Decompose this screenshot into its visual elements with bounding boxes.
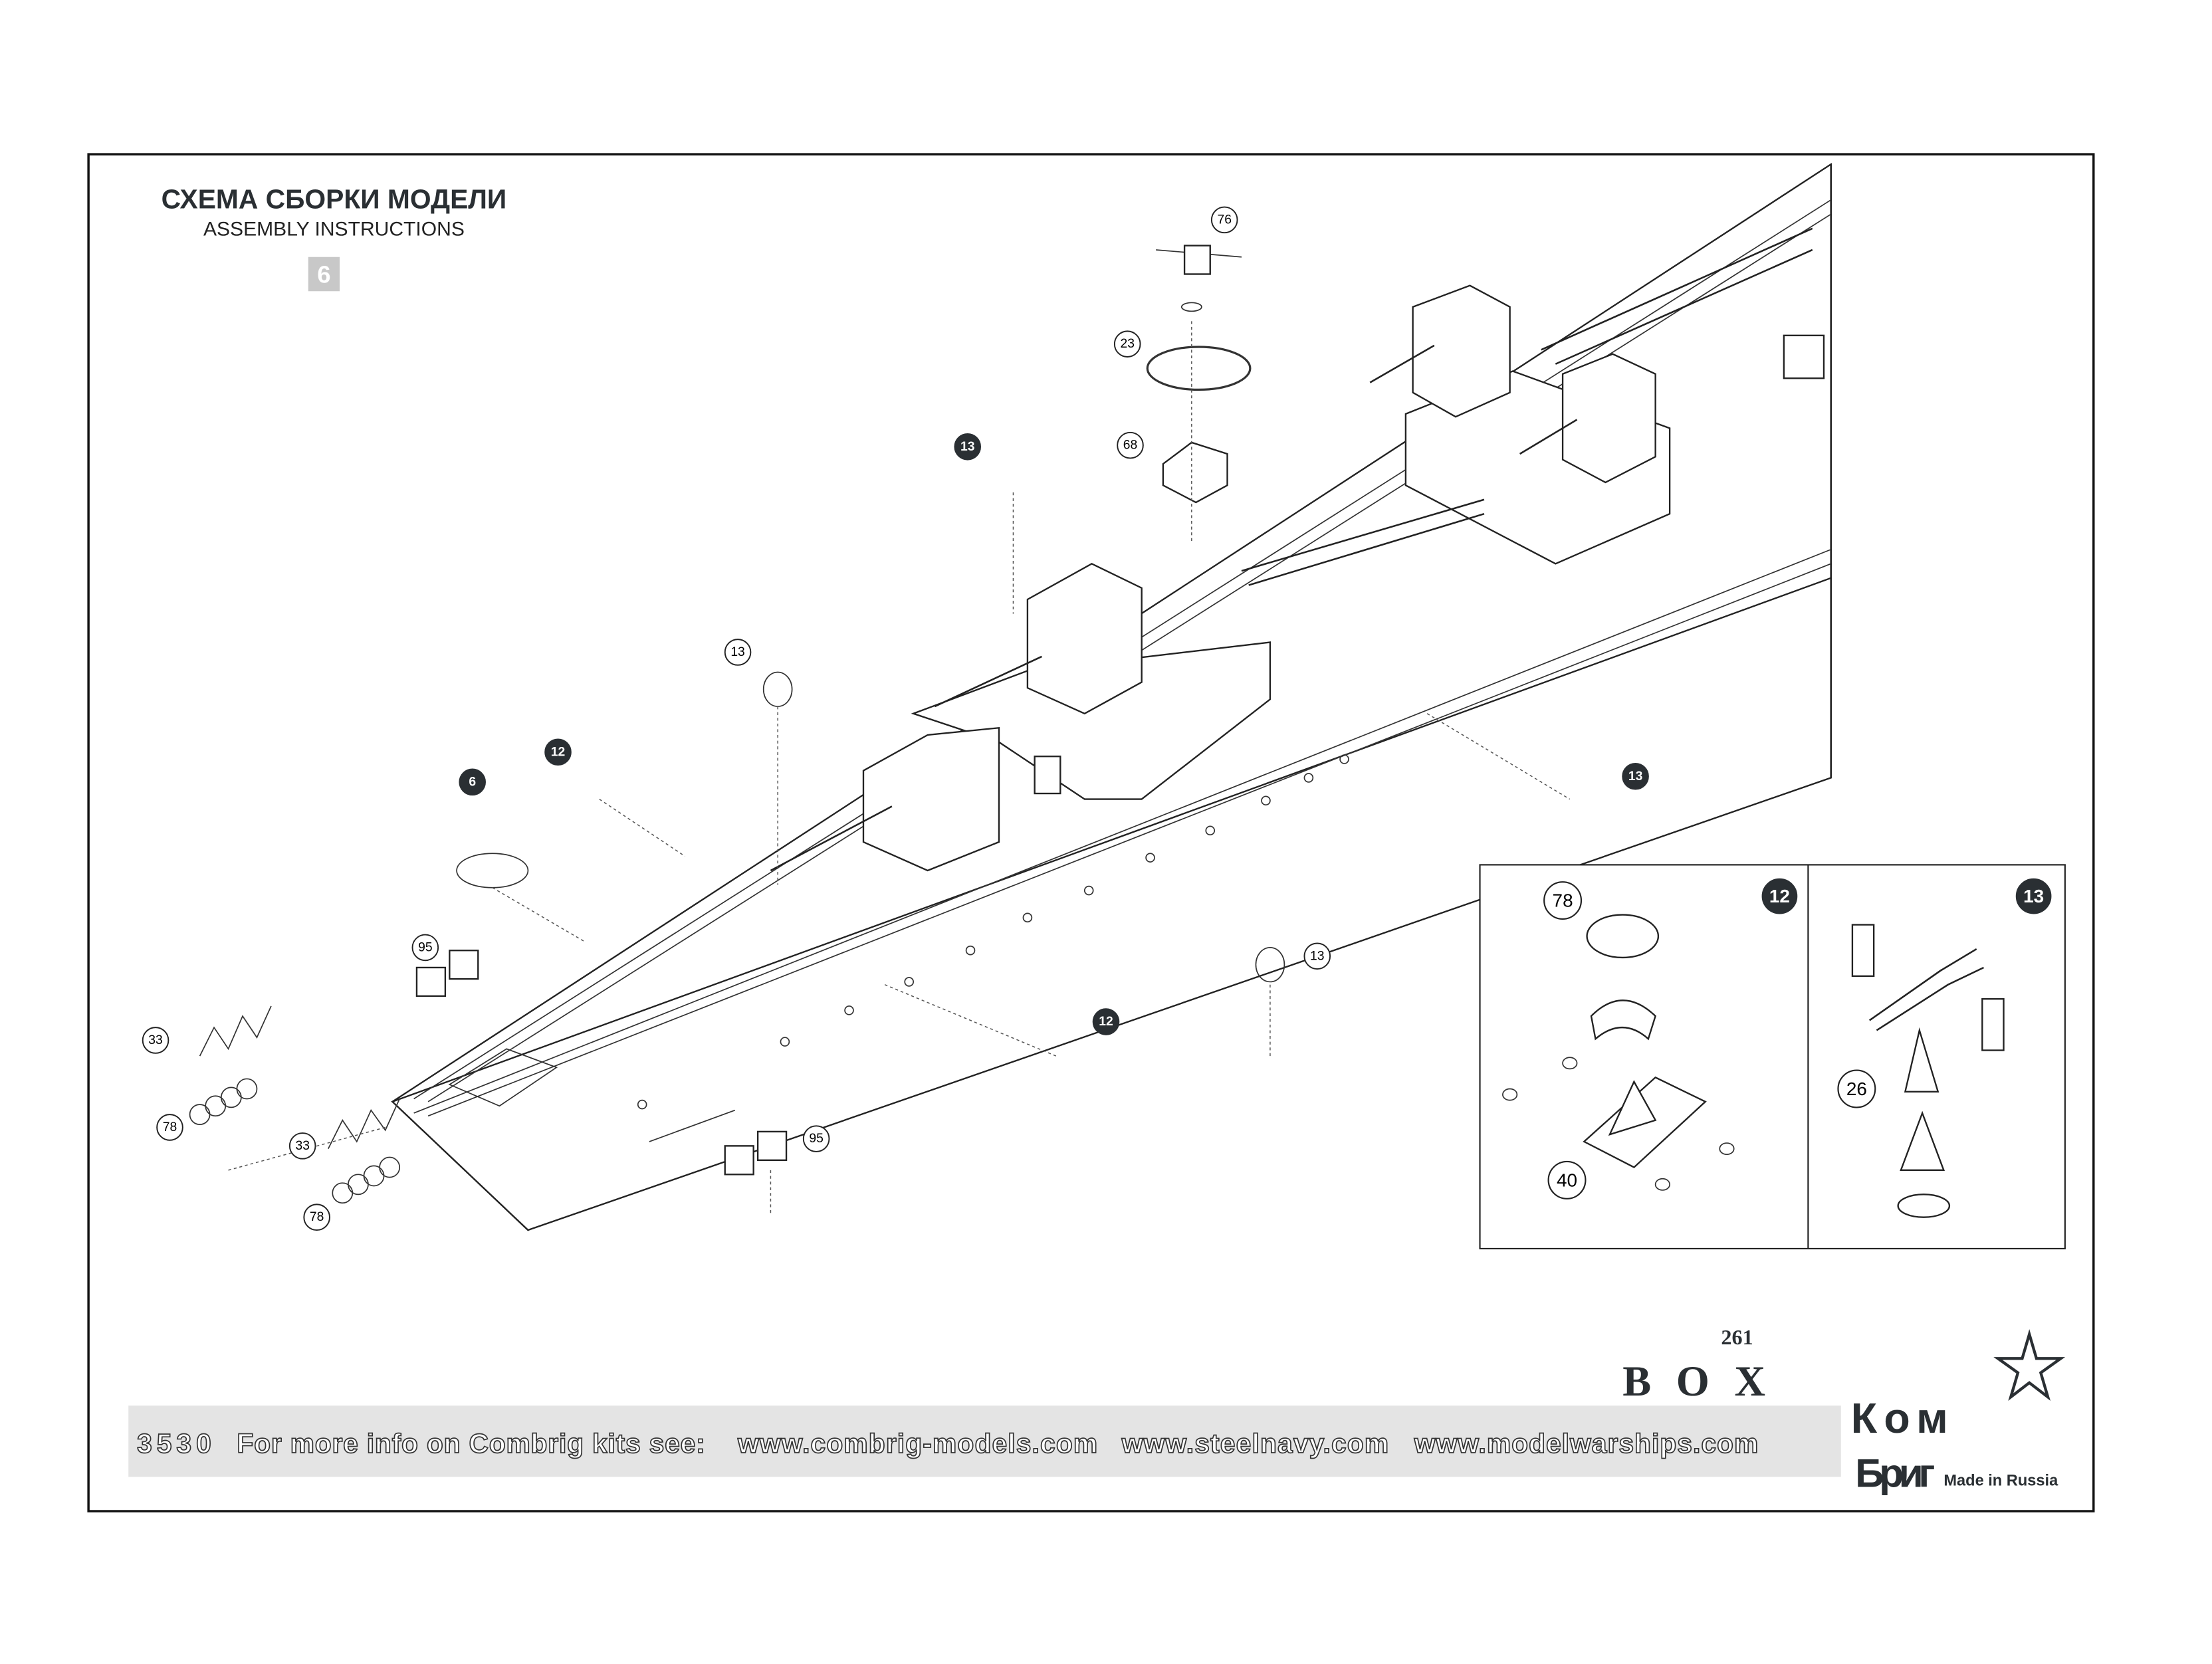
ship-hull-drawing (391, 162, 1832, 1231)
svg-text:78: 78 (1553, 890, 1573, 911)
inset-step-13: 13 (2015, 878, 2052, 914)
part-callout: 23 (1113, 330, 1141, 358)
part-callout: 12 (1092, 1008, 1120, 1035)
svg-text:13: 13 (1310, 949, 1324, 963)
logo-top: Ком (1851, 1394, 1948, 1442)
svg-text:78: 78 (163, 1120, 177, 1134)
part-callout: 13 (1622, 762, 1649, 790)
svg-text:23: 23 (1120, 337, 1134, 351)
svg-text:68: 68 (1123, 439, 1137, 453)
page-frame (87, 153, 2095, 1512)
link-modelwarships[interactable]: www.modelwarships.com (1413, 1427, 1759, 1459)
svg-text:13: 13 (1628, 770, 1643, 783)
svg-text:12: 12 (551, 745, 565, 759)
part-callout: 95 (411, 934, 439, 962)
footer-band (128, 1405, 1841, 1477)
link-combrig[interactable]: www.combrig-models.com (736, 1427, 1098, 1459)
link-steelnavy[interactable]: www.steelnavy.com (1121, 1427, 1389, 1459)
svg-text:76: 76 (1217, 213, 1231, 227)
part-callout: 78 (303, 1203, 330, 1231)
box-label: BOX (1622, 1358, 1765, 1405)
logo-bottom: Бриг (1855, 1451, 1935, 1496)
step-badge (308, 257, 340, 292)
inset-step-12: 12 (1761, 878, 1798, 914)
made-in-russia: Made in Russia (1943, 1472, 2058, 1489)
part-callout: 78 (1543, 881, 1583, 920)
svg-text:40: 40 (1557, 1170, 1577, 1190)
part-callout: 68 (1117, 431, 1144, 459)
kombrig-logo: Ком Бриг Made in Russia (1851, 1329, 2066, 1496)
part-callout: 76 (1210, 206, 1238, 234)
part-callout: 40 (1547, 1160, 1587, 1199)
svg-text:13: 13 (2023, 886, 2044, 906)
svg-text:33: 33 (148, 1033, 162, 1047)
part-callout: 95 (802, 1125, 830, 1152)
part-callout: 13 (954, 433, 982, 461)
svg-text:13: 13 (960, 440, 975, 454)
part-callout: 78 (156, 1114, 183, 1141)
box-number: 261 (1721, 1325, 1753, 1349)
detail-inset: 12 78 40 13 26 (1479, 864, 2066, 1250)
step-number: 6 (317, 260, 330, 288)
svg-text:26: 26 (1846, 1079, 1867, 1099)
title-en: ASSEMBLY INSTRUCTIONS (203, 219, 465, 241)
svg-text:95: 95 (809, 1132, 823, 1146)
part-callout: 33 (142, 1027, 169, 1054)
svg-text:12: 12 (1099, 1015, 1113, 1029)
svg-text:33: 33 (295, 1139, 309, 1153)
svg-text:95: 95 (418, 940, 432, 954)
svg-text:12: 12 (1769, 886, 1790, 906)
part-callout: 26 (1837, 1069, 1876, 1108)
loose-parts (189, 245, 1285, 1204)
part-callout: 13 (1303, 942, 1331, 970)
title-ru: СХЕМА СБОРКИ МОДЕЛИ (162, 184, 507, 215)
part-callout: 33 (288, 1132, 316, 1160)
info-text: For more info on Combrig kits see: (237, 1428, 705, 1459)
svg-text:6: 6 (469, 775, 476, 789)
part-callout: 12 (544, 738, 572, 766)
svg-text:78: 78 (310, 1210, 324, 1224)
part-callout: 13 (724, 639, 752, 666)
svg-text:13: 13 (730, 645, 744, 659)
part-callout: 6 (459, 768, 486, 796)
